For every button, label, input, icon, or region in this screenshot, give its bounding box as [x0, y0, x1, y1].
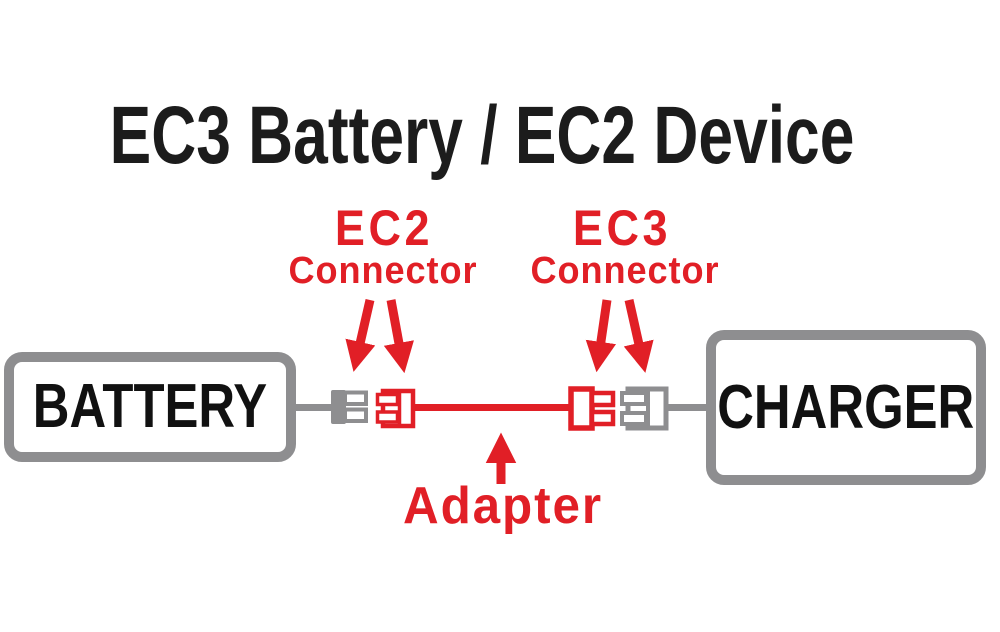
ec3-callout-arrow-right [623, 299, 654, 373]
ec3-callout-subtitle: Connector [526, 252, 725, 290]
ec2-female-socket-icon [375, 388, 416, 429]
ec2-callout-arrow-left [345, 298, 376, 372]
ec3-female-socket-icon [620, 386, 669, 431]
ec2-female-slot-bottom [375, 410, 400, 424]
diagram-title: EC3 Battery / EC2 Device [0, 95, 972, 177]
ec2-female-slot-top [375, 392, 400, 407]
ec3-female-slot-top [620, 391, 648, 406]
adapter-label-text: Adapter [403, 477, 603, 535]
ec3-female-slot-bottom [620, 411, 648, 426]
ec3-callout-arrow-left [585, 299, 617, 373]
ec3-male-plug-icon [568, 386, 616, 431]
ec2-male-prong-top [343, 390, 368, 406]
battery-box: BATTERY [4, 352, 296, 462]
ec2-callout-subtitle: Connector [284, 252, 483, 290]
ec2-callout-arrow-right [383, 299, 414, 374]
ec3-male-body [568, 386, 595, 431]
ec2-callout-title: EC2 [329, 203, 438, 253]
ec2-callout-subtitle-text: Connector [288, 250, 478, 292]
ec3-callout-subtitle-text: Connector [530, 250, 720, 292]
charger-box: CHARGER [706, 330, 986, 485]
ec3-male-prong-top [589, 390, 616, 408]
ec3-callout-title: EC3 [567, 203, 676, 253]
ec2-male-prong-bottom [343, 407, 368, 423]
ec2-callout-title-text: EC2 [334, 200, 434, 256]
ec3-callout-title-text: EC3 [572, 200, 672, 256]
ec2-male-plug-icon [331, 390, 368, 424]
adapter-label: Adapter [398, 480, 608, 532]
ec2-male-body [331, 390, 346, 424]
battery-label: BATTERY [32, 372, 268, 441]
ec3-male-prong-bottom [589, 409, 616, 427]
callout-arrows [345, 298, 654, 484]
diagram-title-text: EC3 Battery / EC2 Device [109, 90, 855, 181]
charger-label: CHARGER [717, 372, 975, 442]
